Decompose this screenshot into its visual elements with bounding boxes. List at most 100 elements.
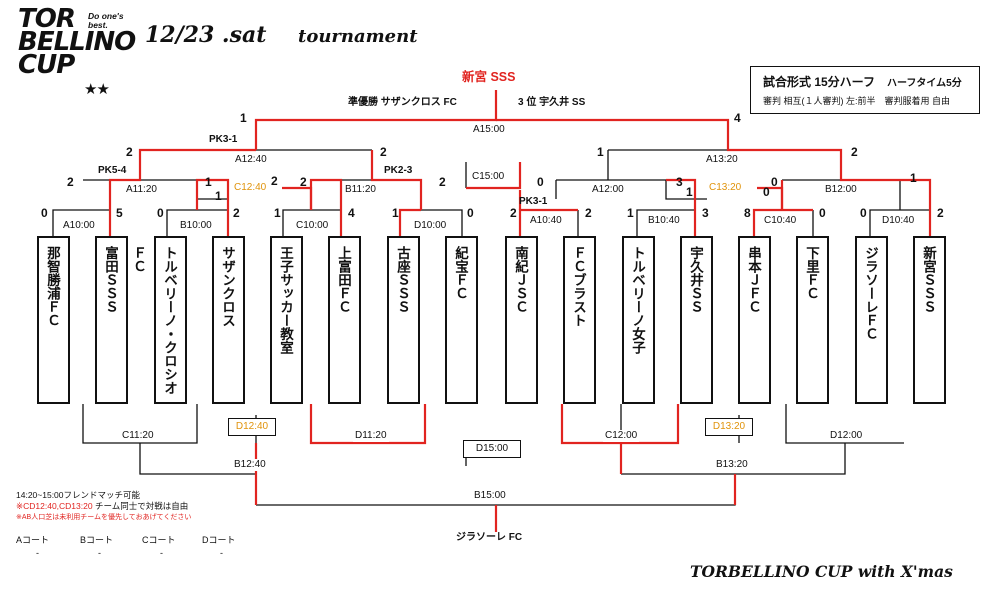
match-r3-b: A13:20	[706, 154, 738, 165]
bot2-a	[139, 443, 256, 475]
score-r1: 2	[233, 206, 240, 220]
court-b-value: -	[98, 548, 101, 558]
match-r1-e: A10:40	[530, 215, 562, 226]
score-r1: 2	[510, 206, 517, 220]
logo-line-1: TOR	[18, 4, 76, 34]
notes: 14:20~15:00フレンドマッチ可能 ※CD12:40,CD13:20 チー…	[16, 490, 191, 523]
team-box: 下里ＦＣ	[796, 236, 829, 404]
score-r2: 2	[67, 175, 74, 189]
red-r2-h	[900, 178, 932, 210]
score-r2: 0	[537, 175, 544, 189]
score-r1: 0	[860, 206, 867, 220]
score-r3: 2	[851, 145, 858, 159]
pk-result-4: PK3-1	[519, 196, 548, 207]
red-bot1-b	[309, 404, 427, 445]
score-r2: 2	[300, 175, 307, 189]
match-r1-b: B10:00	[180, 220, 212, 231]
half-time: ハーフタイム5分	[886, 78, 962, 89]
match-r2-b: B11:20	[345, 184, 376, 195]
team-box: ＦＣブラスト	[563, 236, 596, 404]
score-r1: 1	[392, 206, 399, 220]
score-final: 4	[734, 111, 741, 125]
match-r1-d: D10:00	[414, 220, 447, 231]
friendly-winner: ジラソーレ FC	[456, 532, 523, 543]
logo-line-3: CUP	[18, 50, 75, 80]
pk-result-1: PK3-1	[209, 134, 238, 145]
r1-line-f	[636, 209, 695, 236]
match-format-box: 試合形式 15分ハーフ ハーフタイム5分 審判 相互(１人審判) 左:前半 審判…	[750, 66, 980, 114]
match-r2-a: A11:20	[126, 184, 157, 195]
score-r1: 0	[467, 206, 474, 220]
score-r1: 0	[41, 206, 48, 220]
match-bot2-a: B12:40	[232, 459, 268, 471]
court-d-label: Dコート	[202, 535, 236, 545]
bot1-d	[785, 404, 904, 444]
red-r2-c	[309, 178, 343, 210]
score-r1: 0	[157, 206, 164, 220]
r1-line-b	[166, 209, 228, 236]
score-r2: 0	[771, 175, 778, 189]
match-bot-single-3: D15:00	[463, 440, 521, 458]
note-line-3: ※AB人口芝は未利用チームを優先しておあげてください	[16, 514, 192, 521]
team-box: 富田ＳＳＳ	[95, 236, 128, 404]
match-r1-g: C10:40	[764, 215, 797, 226]
red-r2-b	[195, 178, 230, 210]
score-r1: 3	[702, 206, 709, 220]
pk-result-3: PK2-3	[384, 165, 413, 176]
match-bot-single-2: D13:20	[705, 418, 753, 436]
score-cons: 0	[763, 185, 770, 199]
court-a-value: -	[36, 548, 39, 558]
red-cons-a	[282, 186, 313, 210]
event-date: 12/23 .sat	[145, 22, 267, 48]
cons-a	[196, 198, 227, 210]
match-bot1-b: D11:20	[353, 430, 389, 442]
runner-up-label: 準優勝 サザンクロス FC	[348, 97, 457, 108]
red-r1-h	[398, 208, 421, 236]
match-r2-c: A12:00	[592, 184, 624, 195]
tournament-logo: TOR BELLINO CUP Do one's best. ★★	[18, 4, 138, 103]
score-final: 1	[240, 111, 247, 125]
match-r1-a: A10:00	[63, 220, 95, 231]
match-final: A15:00	[473, 124, 505, 135]
team-box: 上富田ＦＣ	[328, 236, 361, 404]
red-r1-m	[752, 208, 813, 236]
score-r1: 1	[274, 206, 281, 220]
team-box: 那智勝浦ＦＣ	[37, 236, 70, 404]
court-a-label: Aコート	[16, 535, 50, 545]
match-r1-c: C10:00	[296, 220, 329, 231]
score-r1: 2	[937, 206, 944, 220]
match-bot2-b: B13:20	[714, 459, 750, 471]
champion-label: 新宮 SSS	[462, 70, 516, 84]
match-bot1-c: C12:00	[603, 430, 640, 442]
match-cons-a: C12:40	[234, 182, 267, 193]
score-cons: 2	[271, 174, 278, 188]
note-line-2: ※CD12:40,CD13:20 チーム同士で対戦は自由	[16, 501, 189, 511]
court-c-label: Cコート	[142, 535, 176, 545]
r1-line-c	[282, 209, 341, 236]
team-box: 紀宝ＦＣ	[445, 236, 478, 404]
score-r1: 4	[348, 206, 355, 220]
team-box: 串本ＪＦＣ	[738, 236, 771, 404]
match-bot1-a: C11:20	[120, 430, 156, 442]
match-cons-b: C13:20	[709, 182, 742, 193]
score-cons: 1	[686, 185, 693, 199]
red-r3-b	[496, 118, 900, 182]
team-box: サザンクロス	[212, 236, 245, 404]
match-bot-single-1: D12:40	[228, 418, 276, 436]
match-r3-a: A12:40	[235, 154, 267, 165]
red-r2-a	[108, 148, 256, 210]
team-box: トルベリーノ・クロシオＦＣ	[131, 236, 187, 404]
court-d-value: -	[220, 548, 223, 558]
score-cons: 1	[215, 189, 222, 203]
red-r2-f	[666, 178, 697, 210]
red-r3-a	[254, 90, 498, 150]
cons-b	[665, 180, 707, 200]
match-bot1-d: D12:00	[828, 430, 865, 442]
team-box: 王子サッカー教室	[270, 236, 303, 404]
score-r2: 3	[676, 175, 683, 189]
logo-tagline: Do one's best.	[88, 11, 124, 30]
logo-line-2: BELLINO	[18, 27, 136, 57]
note-line-1: 14:20~15:00フレンドマッチ可能	[16, 490, 141, 500]
score-r2: 2	[439, 175, 446, 189]
